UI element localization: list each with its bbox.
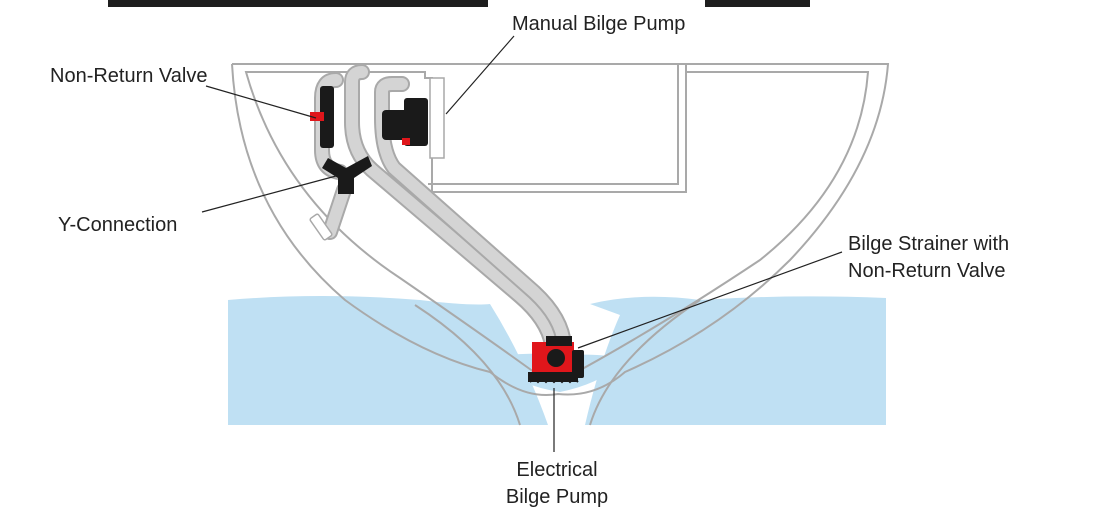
- label-y-connection: Y-Connection: [58, 214, 177, 236]
- label-strainer-line1: Bilge Strainer with: [848, 233, 1009, 255]
- y-connection-icon: [322, 156, 372, 194]
- label-electrical-line2: Bilge Pump: [506, 486, 608, 508]
- leader-y-connection: [201, 175, 337, 213]
- electric-pump-icon: [528, 336, 579, 384]
- through-hull-fitting-icon: [309, 213, 333, 241]
- manual-pump-icon: [382, 77, 445, 159]
- water-right: [585, 296, 886, 425]
- valve-icon: [310, 86, 334, 148]
- label-strainer-line2: Non-Return Valve: [848, 260, 1005, 282]
- leader-strainer: [577, 251, 843, 349]
- leader-non-return-valve: [205, 85, 317, 119]
- label-non-return-valve: Non-Return Valve: [50, 65, 207, 87]
- water-left: [228, 296, 548, 425]
- leader-manual-pump: [445, 35, 515, 115]
- title-fragment: [108, 0, 810, 7]
- label-electrical-line1: Electrical: [516, 459, 597, 481]
- strainer-icon: [572, 350, 584, 378]
- label-manual-bilge-pump: Manual Bilge Pump: [512, 13, 685, 35]
